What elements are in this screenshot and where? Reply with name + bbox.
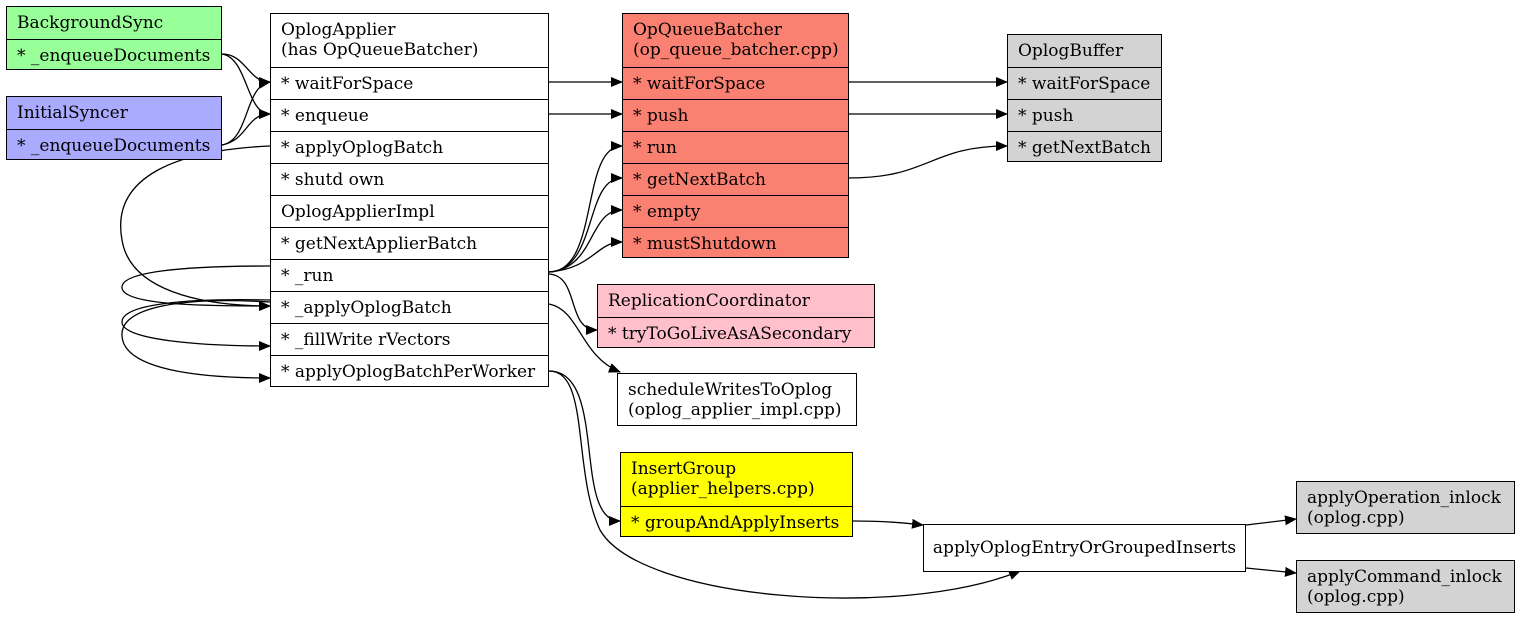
- method-wait-for-space: * waitForSpace: [271, 67, 548, 99]
- oplog-applier-node: OplogApplier (has OpQueueBatcher) * wait…: [270, 13, 549, 387]
- oplog-buffer-node: OplogBuffer * waitForSpace * push * getN…: [1007, 34, 1162, 162]
- method-enqueue-documents: * _enqueueDocuments: [7, 39, 221, 71]
- edge-run-to-empty: [548, 205, 623, 273]
- method-must-shutdown: * mustShutdown: [623, 227, 848, 259]
- subtitle-line: (applier_helpers.cpp): [631, 479, 815, 499]
- label-line: applyOperation_inlock: [1307, 488, 1501, 508]
- edge-run-to-applyoplogbatch: [121, 265, 271, 311]
- edge-run-to-batcher-run: [548, 141, 623, 273]
- method-empty: * empty: [623, 195, 848, 227]
- method-try-to-go-live-as-secondary: * tryToGoLiveAsASecondary: [598, 317, 874, 349]
- background-sync-node: BackgroundSync * _enqueueDocuments: [6, 6, 222, 70]
- label-line: (oplog_applier_impl.cpp): [628, 400, 842, 420]
- label-line: (oplog.cpp): [1307, 587, 1405, 607]
- edge-applyoplogbatch-to-internal: [120, 145, 271, 311]
- edge-applyoplogbatch-to-perworker: [121, 299, 271, 383]
- edge-bgsync-to-enqueue: [221, 53, 271, 119]
- method-run: * run: [623, 131, 848, 163]
- method-enqueue-documents: * _enqueueDocuments: [7, 129, 221, 161]
- insert-group-node: InsertGroup (applier_helpers.cpp) * grou…: [620, 452, 853, 537]
- method-run: * _run: [271, 259, 548, 291]
- method-fill-writer-vectors: * _fillWrite rVectors: [271, 323, 548, 355]
- node-title: OplogApplier (has OpQueueBatcher): [271, 14, 548, 67]
- edge-bgsync-to-waitforspace: [221, 53, 271, 87]
- method-push: * push: [1008, 99, 1161, 131]
- edge-run-to-getnextbatch: [548, 173, 623, 273]
- method-get-next-applier-batch: * getNextApplierBatch: [271, 227, 548, 259]
- node-title: OplogBuffer: [1018, 41, 1124, 61]
- method-group-and-apply-inserts: * groupAndApplyInserts: [621, 506, 852, 538]
- node-title: InitialSyncer: [17, 103, 128, 123]
- node-title: ReplicationCoordinator: [608, 291, 810, 311]
- node-label: applyOperation_inlock (oplog.cpp): [1297, 482, 1514, 535]
- apply-operation-inlock-node: applyOperation_inlock (oplog.cpp): [1296, 481, 1515, 534]
- apply-oplog-entry-or-grouped-inserts-node: applyOplogEntryOrGroupedInserts: [923, 524, 1246, 572]
- node-label: scheduleWritesToOplog (oplog_applier_imp…: [618, 374, 856, 427]
- method-enqueue: * enqueue: [271, 99, 548, 131]
- method-internal-apply-oplog-batch: * _applyOplogBatch: [271, 291, 548, 323]
- node-label: applyCommand_inlock (oplog.cpp): [1297, 561, 1514, 614]
- node-title: OpQueueBatcher (op_queue_batcher.cpp): [623, 14, 848, 67]
- title-line: OpQueueBatcher: [633, 20, 782, 40]
- edge-run-to-mustshutdown: [548, 237, 623, 273]
- method-get-next-batch: * getNextBatch: [1008, 131, 1161, 163]
- title-line: OplogApplier: [281, 20, 396, 40]
- method-wait-for-space: * waitForSpace: [1008, 67, 1161, 99]
- section-oplog-applier-impl: OplogApplierImpl: [271, 195, 548, 227]
- method-apply-oplog-batch: * applyOplogBatch: [271, 131, 548, 163]
- edge-initsync-to-waitforspace: [221, 78, 271, 146]
- schedule-writes-to-oplog-node: scheduleWritesToOplog (oplog_applier_imp…: [617, 373, 857, 426]
- initial-syncer-node: InitialSyncer * _enqueueDocuments: [6, 96, 222, 160]
- apply-command-inlock-node: applyCommand_inlock (oplog.cpp): [1296, 560, 1515, 613]
- label-line: scheduleWritesToOplog: [628, 380, 833, 400]
- edge-batcher-getnextbatch-to-buffer: [848, 141, 1008, 179]
- method-wait-for-space: * waitForSpace: [623, 67, 848, 99]
- edge-applyoplogentry-to-applycommand: [1245, 566, 1297, 577]
- edge-applyoplogbatch-to-fillwritervectors: [121, 299, 271, 351]
- edge-groupandapplyinserts-to-applyoplogentry: [852, 518, 924, 529]
- label-line: (oplog.cpp): [1307, 508, 1405, 528]
- edge-initsync-to-enqueue: [221, 109, 271, 146]
- node-title: InsertGroup (applier_helpers.cpp): [621, 453, 852, 506]
- node-title: BackgroundSync: [17, 13, 164, 33]
- edge-perworker-to-applyoplogentry: [548, 370, 1021, 599]
- edge-applyoplogentry-to-applyoperation: [1245, 515, 1297, 526]
- method-get-next-batch: * getNextBatch: [623, 163, 848, 195]
- replication-coordinator-node: ReplicationCoordinator * tryToGoLiveAsAS…: [597, 284, 875, 348]
- subtitle-line: (has OpQueueBatcher): [281, 40, 479, 60]
- title-line: InsertGroup: [631, 459, 737, 479]
- node-label: applyOplogEntryOrGroupedInserts: [932, 538, 1237, 558]
- label-line: applyCommand_inlock: [1307, 567, 1502, 587]
- method-apply-oplog-batch-per-worker: * applyOplogBatchPerWorker: [271, 355, 548, 388]
- method-shutdown: * shutd own: [271, 163, 548, 195]
- method-push: * push: [623, 99, 848, 131]
- edge-run-to-trytogolive: [548, 273, 598, 335]
- edge-applyoplogbatch-to-schedulewrites: [548, 303, 621, 373]
- subtitle-line: (op_queue_batcher.cpp): [633, 40, 839, 60]
- edge-perworker-to-groupandapplyinserts: [548, 370, 621, 526]
- op-queue-batcher-node: OpQueueBatcher (op_queue_batcher.cpp) * …: [622, 13, 849, 258]
